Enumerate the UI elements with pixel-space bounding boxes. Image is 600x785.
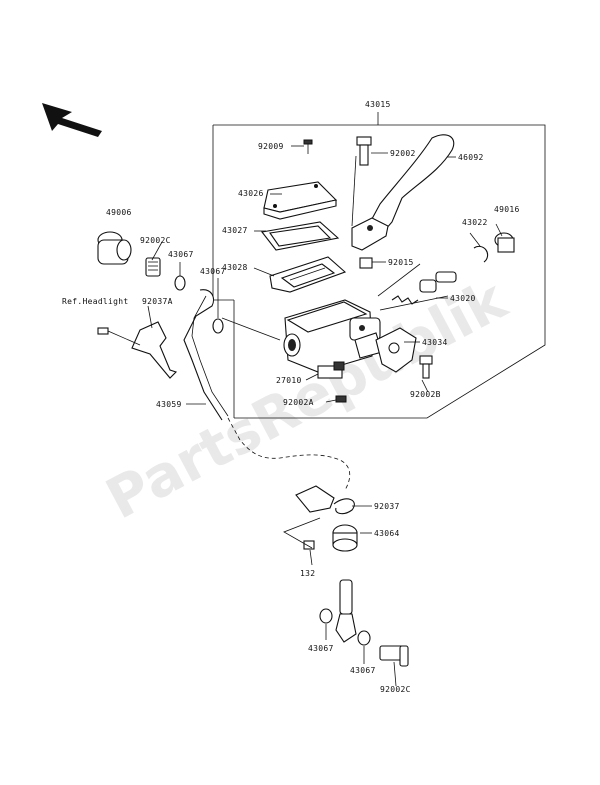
label-43020: 43020 bbox=[450, 294, 476, 303]
label-92015: 92015 bbox=[388, 258, 414, 267]
bolt-92002c-bottom bbox=[379, 645, 409, 667]
bolt-92002c-top bbox=[145, 257, 161, 277]
label-43067-c: 43067 bbox=[308, 644, 334, 653]
arrow-up-left-icon bbox=[42, 103, 102, 137]
label-43022: 43022 bbox=[462, 218, 488, 227]
clamp-43034 bbox=[375, 327, 417, 373]
nut-92015 bbox=[359, 257, 373, 269]
gasket-43027 bbox=[261, 221, 340, 251]
label-43027: 43027 bbox=[222, 226, 248, 235]
label-43067-b: 43067 bbox=[200, 267, 226, 276]
label-43028: 43028 bbox=[222, 263, 248, 272]
label-92002c-top: 92002C bbox=[140, 236, 171, 245]
piston-kit-43020 bbox=[377, 263, 457, 311]
label-43067-d: 43067 bbox=[350, 666, 376, 675]
label-49016: 49016 bbox=[494, 205, 520, 214]
reservoir-cap-43026 bbox=[263, 181, 338, 220]
assembly-frame bbox=[212, 112, 546, 419]
diaphragm-43028 bbox=[269, 256, 347, 293]
label-ref-headlight: Ref.Headlight bbox=[62, 297, 129, 306]
grommet-43064 bbox=[332, 524, 358, 552]
label-92002c-bottom: 92002C bbox=[380, 685, 411, 694]
label-92002: 92002 bbox=[390, 149, 416, 158]
clip-43022 bbox=[473, 245, 489, 263]
bolt-92002-top bbox=[356, 136, 372, 166]
screw-92002a-mid bbox=[335, 395, 347, 403]
switch-27010 bbox=[317, 361, 345, 379]
brake-lever-46092 bbox=[351, 134, 455, 251]
label-92002b: 92002B bbox=[410, 390, 441, 399]
washer-43067-d bbox=[357, 630, 371, 646]
label-43034: 43034 bbox=[422, 338, 448, 347]
label-43026: 43026 bbox=[238, 189, 264, 198]
washer-43067-b bbox=[212, 318, 224, 334]
label-43064: 43064 bbox=[374, 529, 400, 538]
washer-43067-c bbox=[319, 608, 333, 624]
label-43067-a: 43067 bbox=[168, 250, 194, 259]
label-92002a: 92002A bbox=[283, 398, 314, 407]
label-43015: 43015 bbox=[365, 100, 391, 109]
hose-fitting bbox=[335, 579, 357, 643]
label-46092: 46092 bbox=[458, 153, 484, 162]
bolt-92002b bbox=[419, 355, 433, 379]
brake-hose-43059 bbox=[183, 289, 351, 491]
master-cylinder-43015 bbox=[283, 299, 383, 373]
bushing-49016 bbox=[494, 232, 515, 253]
label-43059: 43059 bbox=[156, 400, 182, 409]
part-labels: 43015 92009 92002 46092 43026 43027 4302… bbox=[62, 100, 520, 694]
label-92037: 92037 bbox=[374, 502, 400, 511]
weight-49006 bbox=[97, 231, 132, 265]
label-27010: 27010 bbox=[276, 376, 302, 385]
leader-lines bbox=[147, 145, 503, 687]
label-92037a: 92037A bbox=[142, 297, 173, 306]
bracket-92037a bbox=[97, 321, 178, 379]
washer-43067-a bbox=[174, 275, 186, 291]
label-49006: 49006 bbox=[106, 208, 132, 217]
screw-92009 bbox=[303, 139, 313, 154]
bolt-132 bbox=[303, 540, 315, 550]
bracket-92037 bbox=[295, 485, 355, 515]
label-92009: 92009 bbox=[258, 142, 284, 151]
label-132: 132 bbox=[300, 569, 315, 578]
